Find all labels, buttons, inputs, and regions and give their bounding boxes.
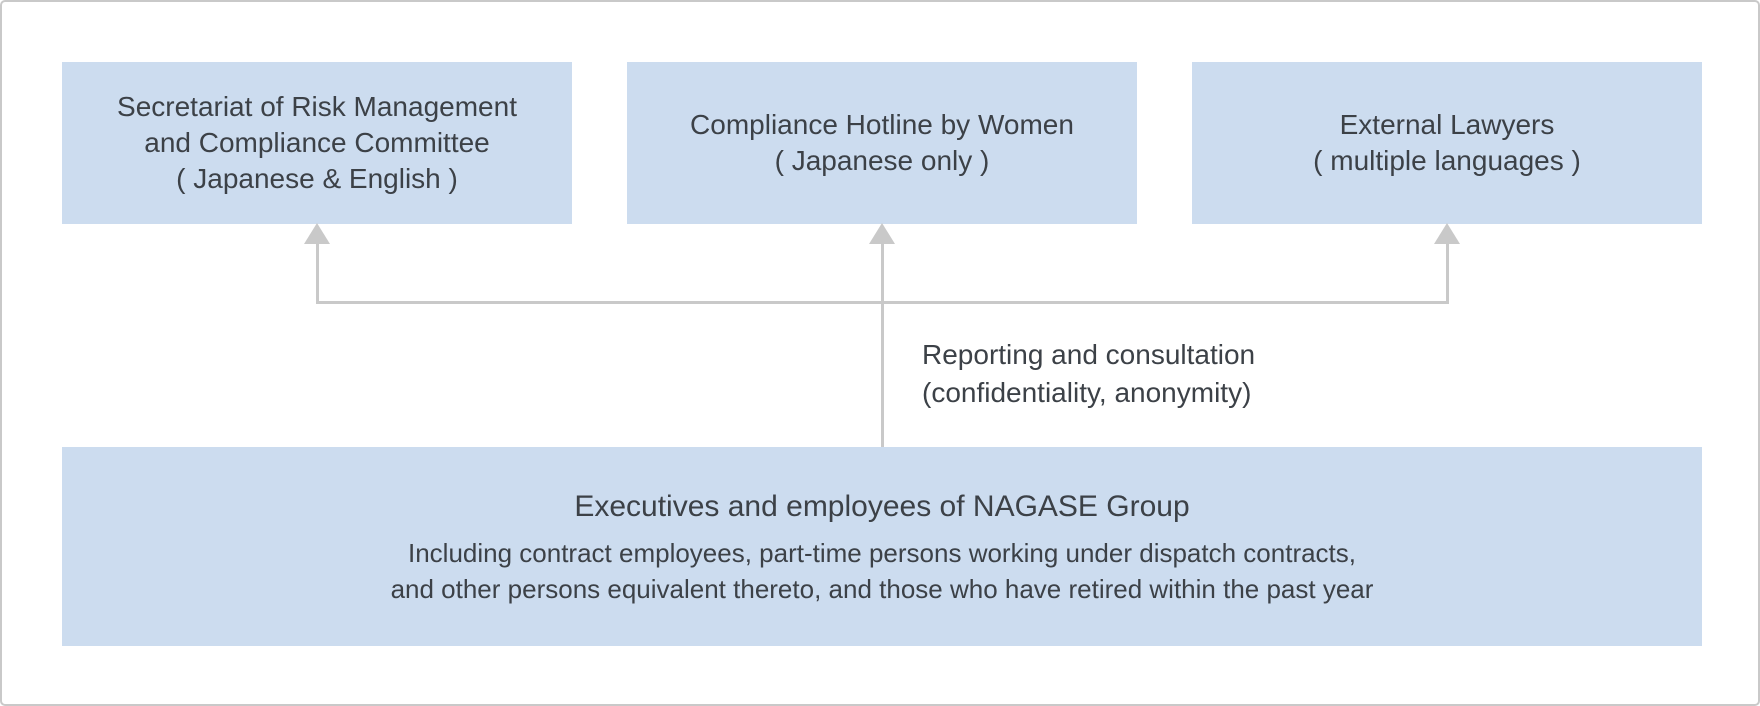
arrow-up-right-icon <box>1434 223 1460 244</box>
box-secretariat-line-2: and Compliance Committee <box>144 127 490 158</box>
box-executives-employees: Executives and employees of NAGASE Group… <box>62 447 1702 646</box>
box-lawyers-line-2: ( multiple languages ) <box>1313 145 1581 176</box>
box-secretariat-line-3: ( Japanese & English ) <box>176 163 458 194</box>
connector-right-vertical-line <box>1446 242 1449 304</box>
bottom-box-title: Executives and employees of NAGASE Group <box>574 489 1190 523</box>
box-secretariat-risk-management: Secretariat of Risk Management and Compl… <box>62 62 572 224</box>
arrow-up-middle-icon <box>869 223 895 244</box>
connector-left-vertical-line <box>316 242 319 304</box>
box-secretariat-line-1: Secretariat of Risk Management <box>117 91 517 122</box>
box-external-lawyers: External Lawyers ( multiple languages ) <box>1192 62 1702 224</box>
box-lawyers-line-1: External Lawyers <box>1339 109 1555 140</box>
box-hotline-line-2: ( Japanese only ) <box>774 145 990 176</box>
bottom-box-description-line-2: and other persons equivalent thereto, an… <box>390 573 1374 604</box>
bottom-box-description-line-1: Including contract employees, part-time … <box>407 537 1357 568</box>
box-compliance-hotline: Compliance Hotline by Women ( Japanese o… <box>627 62 1137 224</box>
flow-label: Reporting and consultation (confidential… <box>922 336 1255 412</box>
box-hotline-line-1: Compliance Hotline by Women <box>690 109 1074 140</box>
connector-middle-vertical-line <box>881 242 884 447</box>
flow-label-line-1: Reporting and consultation <box>922 339 1256 370</box>
arrow-up-left-icon <box>304 223 330 244</box>
flow-label-line-2: (confidentiality, anonymity) <box>922 377 1252 408</box>
